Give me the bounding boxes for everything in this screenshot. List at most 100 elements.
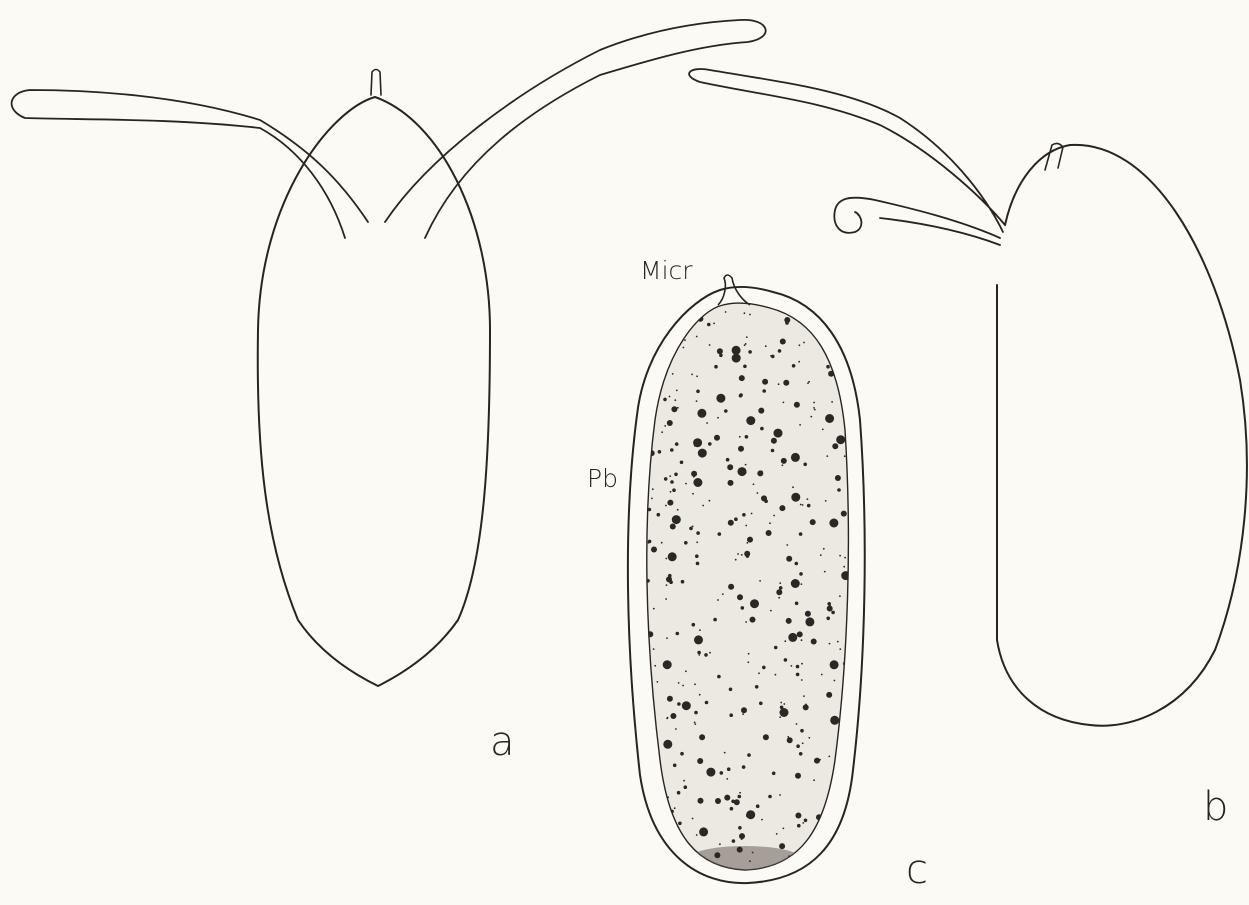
granule <box>748 653 750 655</box>
granule <box>728 584 734 590</box>
granule <box>692 493 694 495</box>
granule <box>762 379 768 385</box>
granule <box>841 721 850 730</box>
granule <box>839 595 841 597</box>
figure-c-egg <box>628 275 865 883</box>
granule <box>649 450 655 456</box>
granule <box>697 409 706 418</box>
granule <box>792 486 794 488</box>
granule <box>823 548 825 550</box>
granule <box>795 562 799 566</box>
granule <box>676 390 678 392</box>
granule <box>791 579 800 588</box>
granule <box>697 651 701 655</box>
granule <box>824 571 826 573</box>
granule <box>762 389 766 393</box>
granule <box>671 406 677 412</box>
granule <box>683 347 685 349</box>
granule <box>678 682 680 684</box>
granule <box>706 422 708 424</box>
granule <box>668 552 677 561</box>
granule <box>791 493 800 502</box>
granule <box>670 524 676 530</box>
granule <box>761 819 763 821</box>
granule <box>728 520 734 526</box>
granule <box>725 311 727 313</box>
granule <box>714 435 720 441</box>
granule <box>694 445 696 447</box>
granule <box>696 400 698 402</box>
granule <box>697 316 703 322</box>
granule <box>670 480 674 484</box>
granule <box>784 658 788 662</box>
granule <box>742 765 746 769</box>
granule <box>648 751 654 757</box>
granule <box>796 665 800 669</box>
figure-b-lower-filament <box>834 198 1000 245</box>
granule <box>653 648 655 650</box>
granule <box>694 635 703 644</box>
granule <box>768 795 772 799</box>
granule <box>831 401 833 403</box>
granule <box>675 442 679 446</box>
granule <box>776 833 778 835</box>
granule <box>802 822 804 824</box>
granule <box>665 505 667 507</box>
granule <box>661 542 663 544</box>
granule <box>814 409 816 411</box>
granule <box>803 704 809 710</box>
granule <box>739 436 741 438</box>
granule <box>779 586 783 590</box>
granule <box>732 354 741 363</box>
granule <box>724 752 726 754</box>
granule <box>696 390 700 394</box>
granule <box>808 737 810 739</box>
granule <box>692 818 694 820</box>
figure-c-egg-contents <box>647 303 849 870</box>
granule <box>801 679 803 681</box>
granule <box>747 753 751 757</box>
granule <box>738 826 742 830</box>
granule <box>813 402 815 404</box>
granule <box>841 807 843 809</box>
granule <box>756 804 760 808</box>
granule <box>667 500 673 506</box>
granule <box>841 511 847 517</box>
granule <box>649 739 653 743</box>
granule <box>648 508 652 512</box>
granule <box>843 661 849 667</box>
granule <box>652 773 654 775</box>
granule <box>745 435 749 439</box>
granule <box>799 572 803 576</box>
granule <box>762 666 766 670</box>
granule <box>839 555 841 557</box>
granule <box>745 472 747 474</box>
granule <box>813 407 815 409</box>
granule <box>739 393 743 397</box>
granule <box>786 544 788 546</box>
granule <box>801 583 803 585</box>
granule <box>813 849 815 851</box>
figure-c-basal-shading <box>690 846 800 870</box>
granule <box>776 589 782 595</box>
granule <box>697 758 703 764</box>
granule <box>799 424 801 426</box>
granule <box>832 781 838 787</box>
granule <box>817 325 819 327</box>
granule <box>670 448 674 452</box>
granule <box>830 660 839 669</box>
granule <box>685 483 687 485</box>
granule <box>814 840 818 844</box>
granule <box>748 350 752 354</box>
granule <box>747 661 749 663</box>
granule <box>674 399 676 401</box>
granule <box>783 828 785 830</box>
granule <box>746 336 748 338</box>
granule <box>778 597 780 599</box>
figure-a-right-filament <box>385 20 766 238</box>
granule <box>732 346 741 355</box>
granule <box>747 537 753 543</box>
granule <box>803 463 807 467</box>
granule <box>794 402 800 408</box>
granule <box>651 859 653 861</box>
